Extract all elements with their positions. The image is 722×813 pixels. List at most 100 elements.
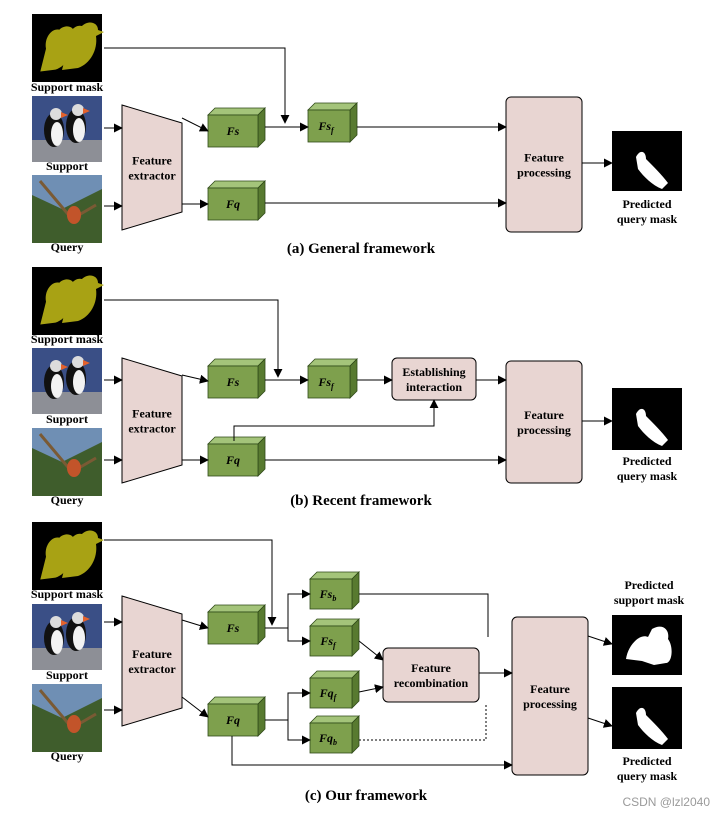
panel-b-predicted-query-mask-shape [636,408,668,446]
panel-b-fsf-cube-front [307,365,351,399]
panel-b-support-image-rock [32,392,102,414]
panel-c-query-image [32,684,102,752]
panel-c-fsf-cube-top [309,618,360,627]
panel-a-arrow-mask-merge [104,47,290,124]
panel-c-fs-cube: Fs [207,604,266,645]
panel-a-support-image-puffin-1-head [50,108,62,120]
panel-b-support-image-puffin-1-head [50,360,62,372]
panel-c-arrow-split-fqb [287,720,311,745]
panel-b-support-mask-label: Support mask [31,332,104,346]
panel-c-support-image-rock [32,648,102,670]
panel-c-support-image-puffin-2-chest [73,626,85,650]
panel-b-fq-cube-top [207,436,266,445]
panel-c-fqf-cube-top [309,670,360,679]
panel-c-support-image-puffin-1-beak [61,620,68,626]
panel-c-fq-cube-front [207,703,259,737]
panel-b-feature-extractor [121,357,183,484]
panel-c-support-mask-label: Support mask [31,587,104,601]
panel-c-output-support-label-line-2: support mask [614,593,685,607]
panel-a-support-image-puffin-1-chest [51,122,63,146]
panel-a-support-mask-image-bird-right [62,22,104,70]
panel-b-output-label-line-1: Predicted [622,454,671,468]
panel-c-support-image-puffin-1-head [50,616,62,628]
panel-b-arrow-fq-interaction [233,399,439,441]
panel-a-fsf-cube-side [349,102,358,143]
panel-c-feature-recombination-line-2: recombination [394,676,469,690]
panel-a-output-label-line-1: Predicted [622,197,671,211]
panel-c-fqf-cube-label: Fqf [319,686,338,702]
panel-c-fq-cube: Fq [207,696,266,737]
panel-c-arrow-processing-support-output [587,635,613,646]
panel-b-caption: (b) Recent framework [290,493,432,509]
panel-b-support-mask-image-bird-right [62,275,104,323]
panel-c-predicted-support-mask-shape [626,626,672,665]
panel-b-fq-cube: Fq [207,436,266,477]
panel-b-arrow-mask-merge [104,299,283,378]
panel-c-arrow-split-fsb [265,589,311,629]
panel-b-query-image [32,428,102,496]
panel-b-fq-cube-front [207,443,259,477]
panel-a-support-mask-label: Support mask [31,80,104,94]
panel-c-fsb-cube-front [309,578,353,610]
panel-b-feature-extractor-label-line-2: extractor [128,422,176,436]
panel-b-support-image-puffin-1-chest [51,374,63,398]
panel-a-fs-cube-side [257,107,266,148]
panel-a-fsf-cube-label: Fsf [317,119,335,135]
panel-b-query-label: Query [51,493,84,507]
panel-c-output-query-label-line-2: query mask [617,769,678,783]
panel-c-arrow-mask-merge [104,539,277,626]
panel-a-fs-cube-top [207,107,266,116]
panel-a-support-image-puffin-1-beak [61,112,68,118]
panel-b-fs-cube-side [257,358,266,399]
panel-c-fqb-cube-side [351,715,360,754]
panel-b-feature-processing-line-2: processing [517,423,571,437]
panel-a-support-image-puffin-2-chest [73,118,85,142]
panel-c-fq-cube-label: Fq [225,713,240,727]
panel-c-feature-recombination [382,647,480,703]
panel-a-caption: (a) General framework [287,241,436,257]
panel-b-fsf-cube-side [349,358,358,399]
panel-c-arrow-fqb-processing [359,704,487,741]
panel-a-fsf-cube-top [307,102,358,111]
panel-c-arrow-extractor-fs [181,619,209,630]
panel-c-support-mask-image [32,522,104,590]
panel-c-fsb-cube-label: Fsb [319,587,337,603]
panel-c-arrow-fq-processing [231,736,513,770]
panel-b-fsf-cube-top [307,358,358,367]
panel-c-caption: (c) Our framework [305,788,428,804]
panel-c-query-image-pine [32,698,102,752]
panel-a-fs-cube-front [207,114,259,148]
panel-c-support-image-puffin-2-head [72,612,84,624]
panel-a-fq-cube: Fq [207,180,266,221]
panel-a-feature-processing-line-2: processing [517,166,571,180]
panel-b-support-mask-image [32,267,104,335]
panel-c-fsf-cube-label: Fsf [319,634,337,650]
panel-a-query-image-bird [67,206,81,224]
panel-a-fq-cube-label: Fq [225,197,240,211]
panel-c-fs-cube-front [207,611,259,645]
panel-c-feature-processing [511,616,589,776]
panel-b-predicted-query-mask [612,388,682,450]
panel-b-query-image-bird [67,459,81,477]
panel-b-fs-cube-front [207,365,259,399]
panel-a-query-label: Query [51,240,84,254]
panel-c-output-support-label-line-1: Predicted [624,578,673,592]
panel-b-feature-extractor-label-line-1: Feature [132,407,172,421]
panel-b-fs-cube: Fs [207,358,266,399]
panel-b-fs-cube-label: Fs [226,375,240,389]
panel-b-establishing-interaction-line-2: interaction [406,380,462,394]
panel-c-fqf-cube: Fqf [309,670,360,709]
panel-c-fq-cube-top [207,696,266,705]
panel-b-fsf-cube: Fsf [307,358,358,399]
panel-a-query-image [32,175,102,243]
panel-c-arrow-extractor-fq [181,696,209,718]
panel-b-fq-cube-side [257,436,266,477]
panel-c-support-label: Support [46,668,88,682]
panel-b-support-image-puffin-2-head [72,356,84,368]
panel-a-fq-cube-top [207,180,266,189]
panel-c-feature-processing-line-2: processing [523,697,577,711]
panel-c-fsf-cube: Fsf [309,618,360,657]
panel-c-fqf-cube-side [351,670,360,709]
panel-c-fs-cube-top [207,604,266,613]
panel-c-fsb-cube: Fsb [309,571,360,610]
